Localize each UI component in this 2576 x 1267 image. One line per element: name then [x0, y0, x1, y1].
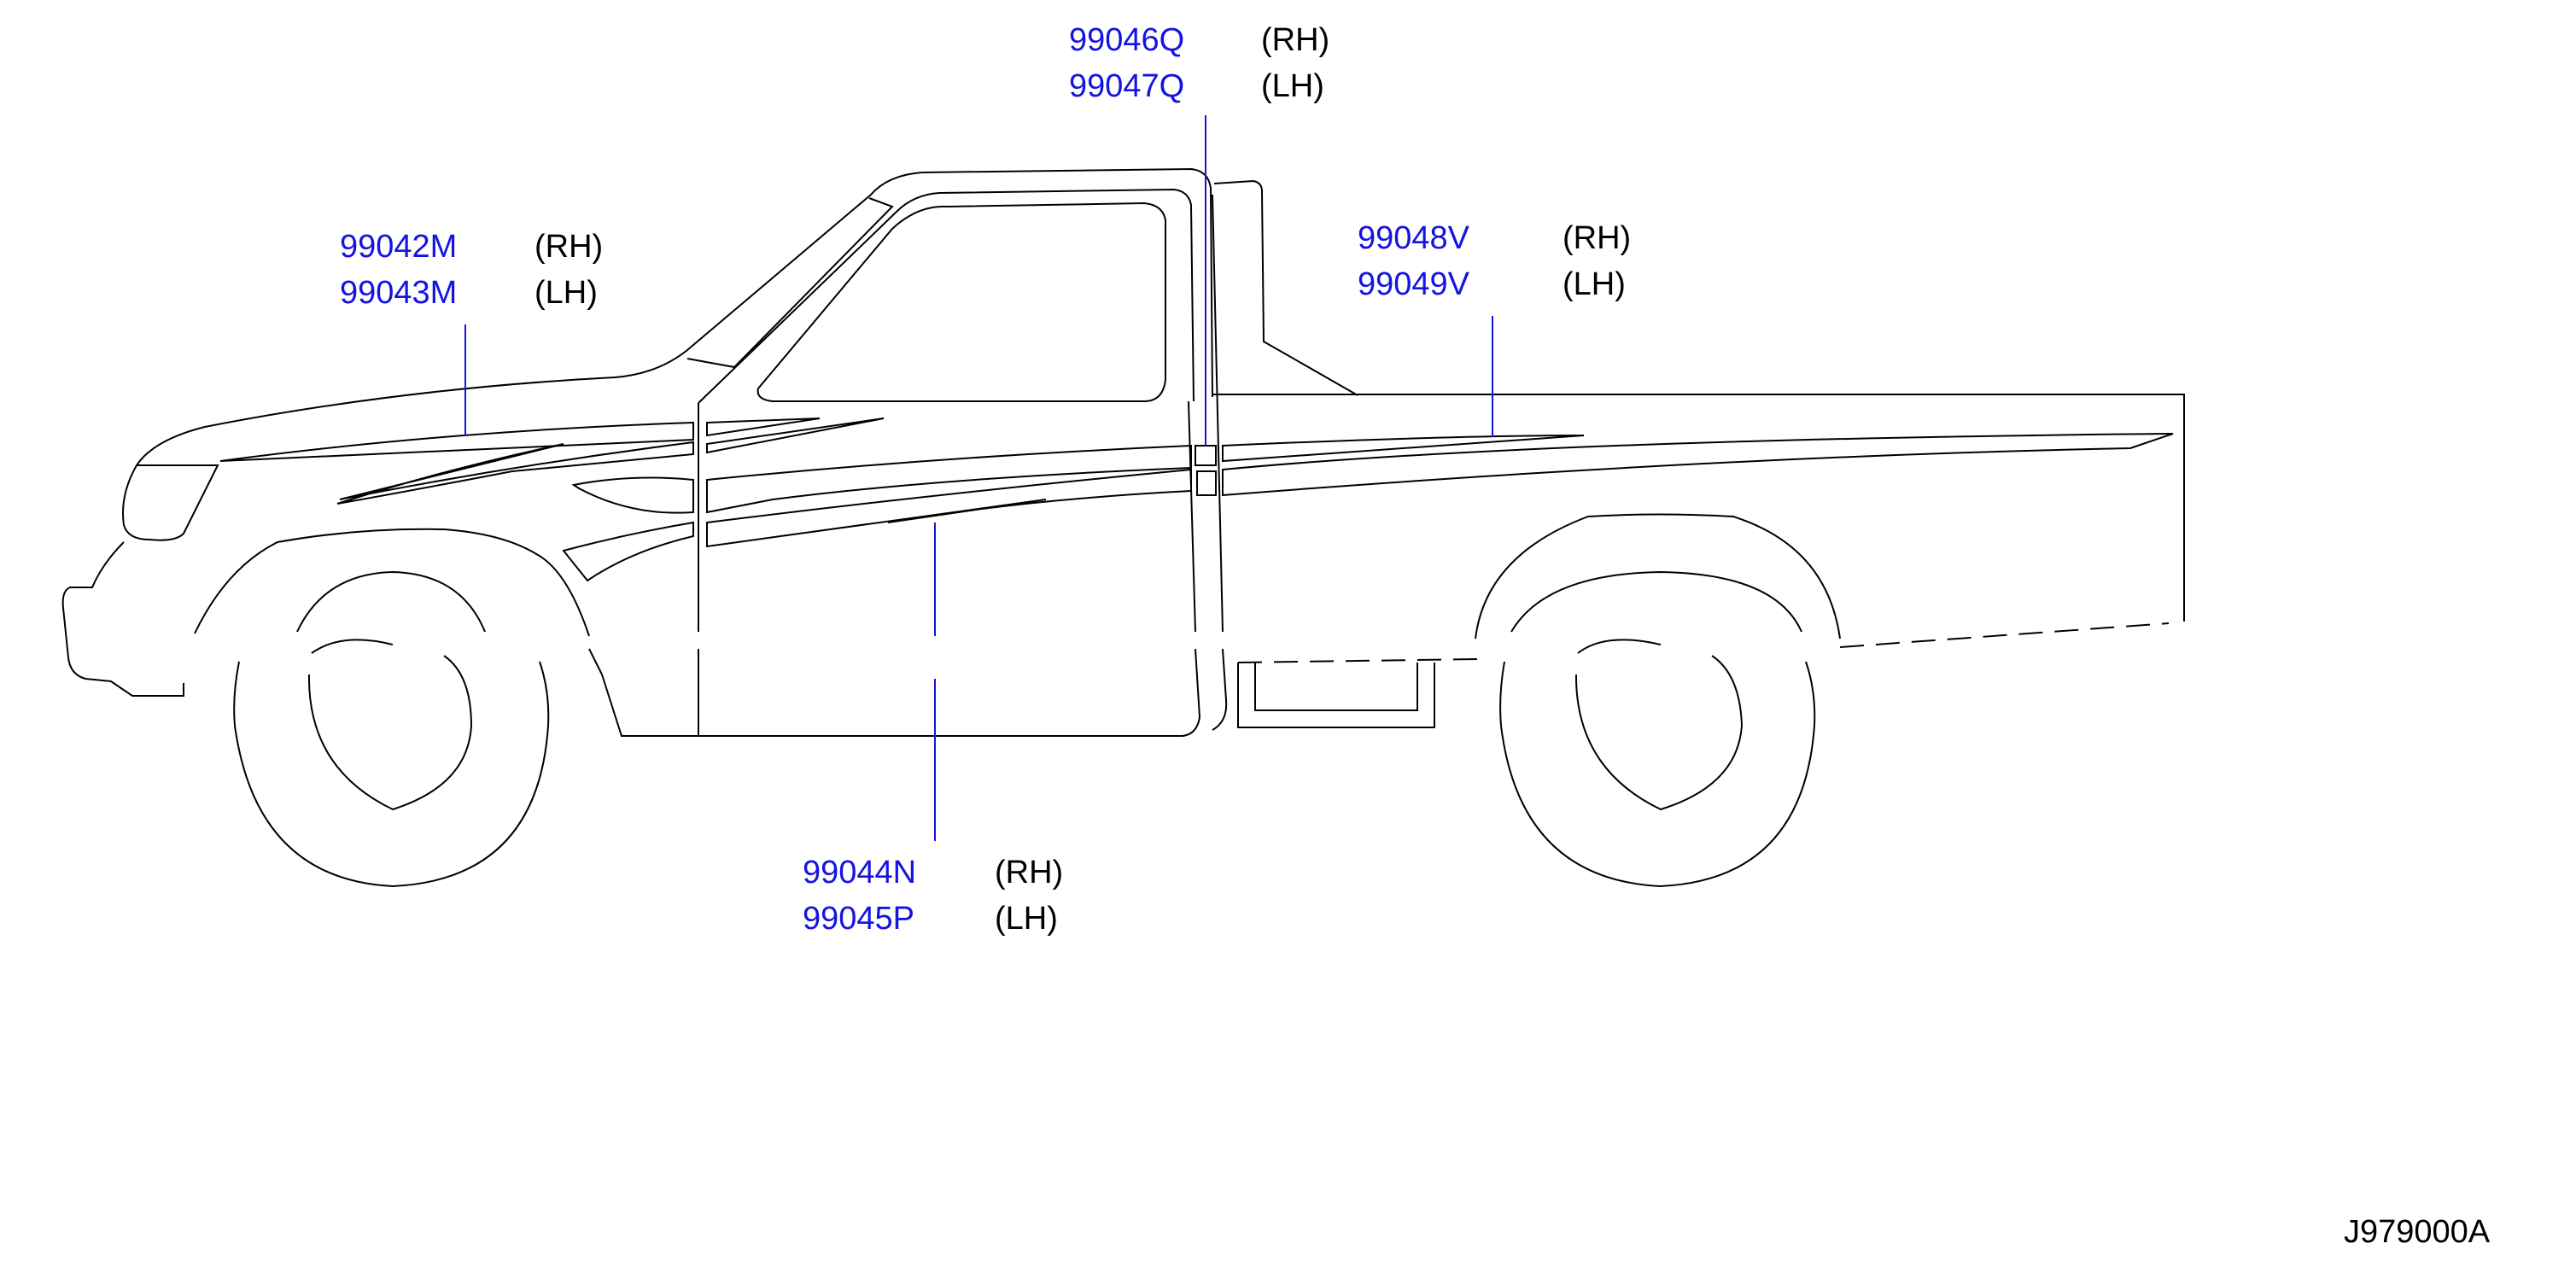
side-window	[756, 201, 1166, 402]
bed-stripe-main	[1222, 433, 2174, 497]
truck-outline	[61, 167, 2185, 888]
headlamp	[122, 464, 219, 541]
fender-stripe-lower	[571, 476, 694, 514]
side-label-rh: (RH)	[1261, 22, 1330, 58]
diagram-id: J979000A	[2344, 1214, 2491, 1250]
cab-outline	[686, 167, 1213, 398]
side-label-lh: (LH)	[1563, 266, 1626, 302]
pillar-stripe	[1195, 445, 1217, 496]
step-box	[1237, 663, 1435, 728]
callout-rear-stripe: 99046Q (RH) 99047Q (LH)	[1069, 17, 1351, 111]
side-label-lh: (LH)	[995, 901, 1058, 937]
door-stripe-top	[706, 417, 885, 454]
part-number-lh[interactable]: 99049V	[1358, 266, 1470, 302]
side-label-lh: (LH)	[534, 275, 598, 311]
side-label-rh: (RH)	[534, 229, 604, 265]
pillar-line	[601, 400, 1201, 737]
bed-lower-dashed	[1839, 622, 2170, 648]
rear-wheel	[1499, 570, 1816, 888]
front-bumper	[61, 541, 184, 697]
window-frame	[698, 188, 1195, 404]
part-number-rh[interactable]: 99046Q	[1069, 22, 1185, 58]
door-stripe-main	[706, 444, 1192, 514]
part-number-lh[interactable]: 99045P	[803, 901, 915, 937]
hood-outline	[136, 349, 688, 466]
fender-stripe-bottom	[562, 521, 694, 582]
rear-fender-arch	[1475, 513, 1841, 639]
fender-stripe-upper	[219, 421, 694, 462]
cab-back-pillar	[1213, 179, 1358, 396]
bed-stripe-upper	[1222, 435, 1585, 463]
fender-stripe-mid	[336, 441, 694, 505]
callout-bed-stripe: 99048V (RH) 99049V (LH)	[1358, 215, 1656, 309]
front-fender-arch	[194, 528, 590, 637]
side-label-rh: (RH)	[1563, 220, 1632, 256]
cab-inner-outline	[686, 197, 894, 369]
side-label-lh: (LH)	[1261, 68, 1324, 104]
rocker-dashed	[1237, 658, 1478, 663]
door-stripe-lower	[706, 468, 1192, 548]
front-fender-lower	[588, 648, 603, 675]
part-number-lh[interactable]: 99047Q	[1069, 68, 1185, 104]
part-number-rh[interactable]: 99042M	[340, 229, 458, 265]
cab-back-line	[1212, 194, 1228, 731]
callout-fender-stripe: 99042M (RH) 99043M (LH)	[340, 224, 630, 318]
part-number-rh[interactable]: 99044N	[803, 855, 917, 890]
bed-top	[1212, 394, 2185, 622]
part-number-rh[interactable]: 99048V	[1358, 220, 1470, 256]
callout-door-stripe: 99044N (RH) 99045P (LH)	[803, 850, 1084, 943]
side-label-rh: (RH)	[995, 855, 1064, 890]
part-number-lh[interactable]: 99043M	[340, 275, 458, 311]
front-wheel	[233, 570, 550, 888]
